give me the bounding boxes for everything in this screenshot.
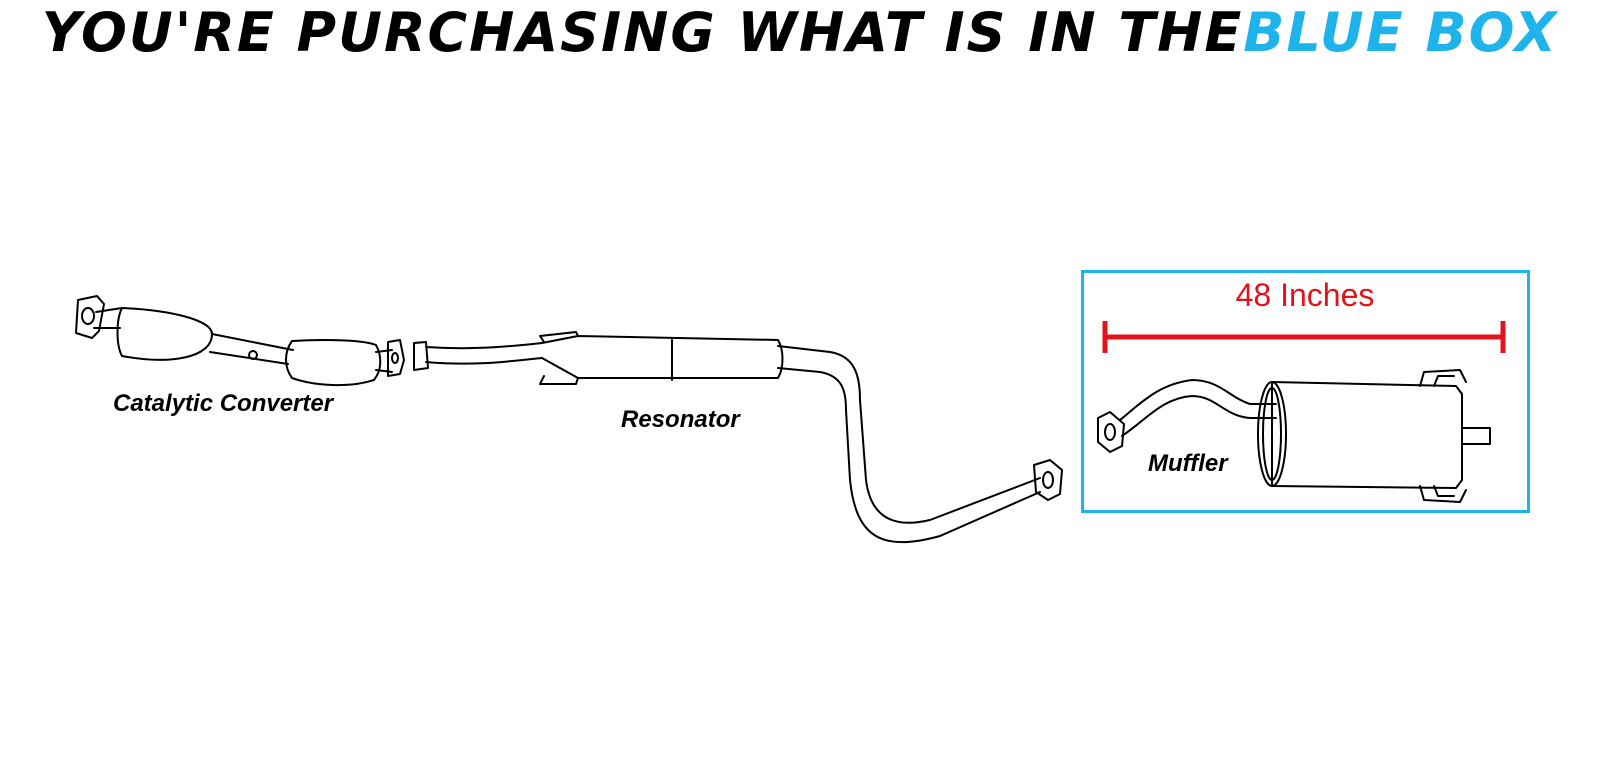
mid-pipe-flange [1033, 459, 1063, 501]
resonator-body [541, 335, 784, 379]
dimension-label: 48 Inches [1235, 277, 1375, 313]
muffler-flange [1097, 411, 1125, 453]
rear-flange-hole [391, 352, 399, 364]
muffler-hanger-bottom [1419, 485, 1467, 503]
front-flange-hole [81, 307, 95, 325]
mid-pipe-flange-hole [1042, 471, 1054, 489]
rear-outlet-pipe [375, 349, 393, 373]
resonator-flange [413, 341, 429, 371]
mid-pipe [777, 345, 1041, 544]
dimension-line [1102, 321, 1506, 353]
muffler-can [1271, 381, 1463, 489]
resonator-inlet-pipe [425, 342, 543, 365]
headline-prefix: YOU'RE PURCHASING WHAT IS IN THE [41, 1, 1244, 64]
front-flange [75, 295, 105, 339]
rear-converter-body [285, 339, 382, 387]
headline-accent: BLUE BOX [1243, 1, 1559, 64]
page-headline: YOU'RE PURCHASING WHAT IS IN THE BLUE BO… [0, 0, 1600, 66]
hanger-bottom [539, 375, 579, 385]
muffler-inlet-pipe [1119, 379, 1277, 437]
label-catalytic-converter: Catalytic Converter [113, 390, 334, 417]
rear-flange [387, 339, 405, 377]
front-converter-body [116, 307, 213, 361]
label-muffler: Muffler [1148, 450, 1228, 477]
muffler-front-cap [1257, 381, 1287, 487]
muffler-tailpipe [1461, 427, 1491, 445]
muffler-front-cap-rim [1262, 387, 1282, 481]
resonator-drawing [413, 331, 1063, 544]
muffler-drawing [1097, 369, 1491, 503]
front-inlet-pipe [93, 307, 123, 329]
muffler-hanger-top [1419, 369, 1467, 387]
catalytic-converter-drawing [75, 295, 405, 387]
oxygen-sensor-port [248, 350, 258, 360]
hanger-top [539, 331, 579, 343]
muffler-flange-hole [1104, 423, 1116, 441]
label-resonator: Resonator [621, 406, 740, 433]
